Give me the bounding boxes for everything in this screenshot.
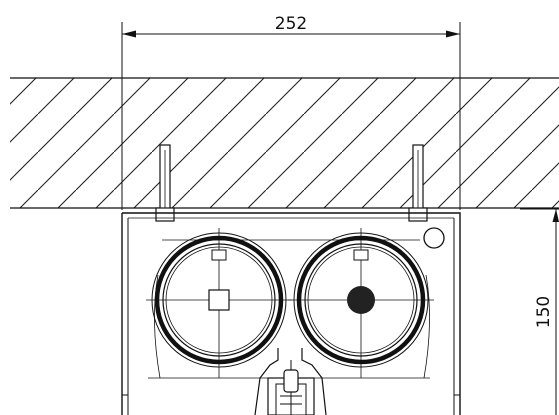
center-bracket bbox=[254, 348, 327, 415]
pipe-left-marker-square bbox=[208, 289, 230, 311]
height-dimension-label: 150 bbox=[534, 296, 554, 328]
pipe-left bbox=[146, 228, 292, 378]
width-dimension-label: 252 bbox=[275, 14, 307, 34]
pipe-right-marker-dot bbox=[347, 286, 375, 314]
width-dimension: 252 bbox=[121, 14, 461, 210]
ceiling-section bbox=[10, 77, 559, 209]
drain-hole-circle bbox=[423, 227, 445, 249]
height-dimension: 150 bbox=[520, 208, 559, 415]
pipe-right bbox=[288, 228, 434, 378]
